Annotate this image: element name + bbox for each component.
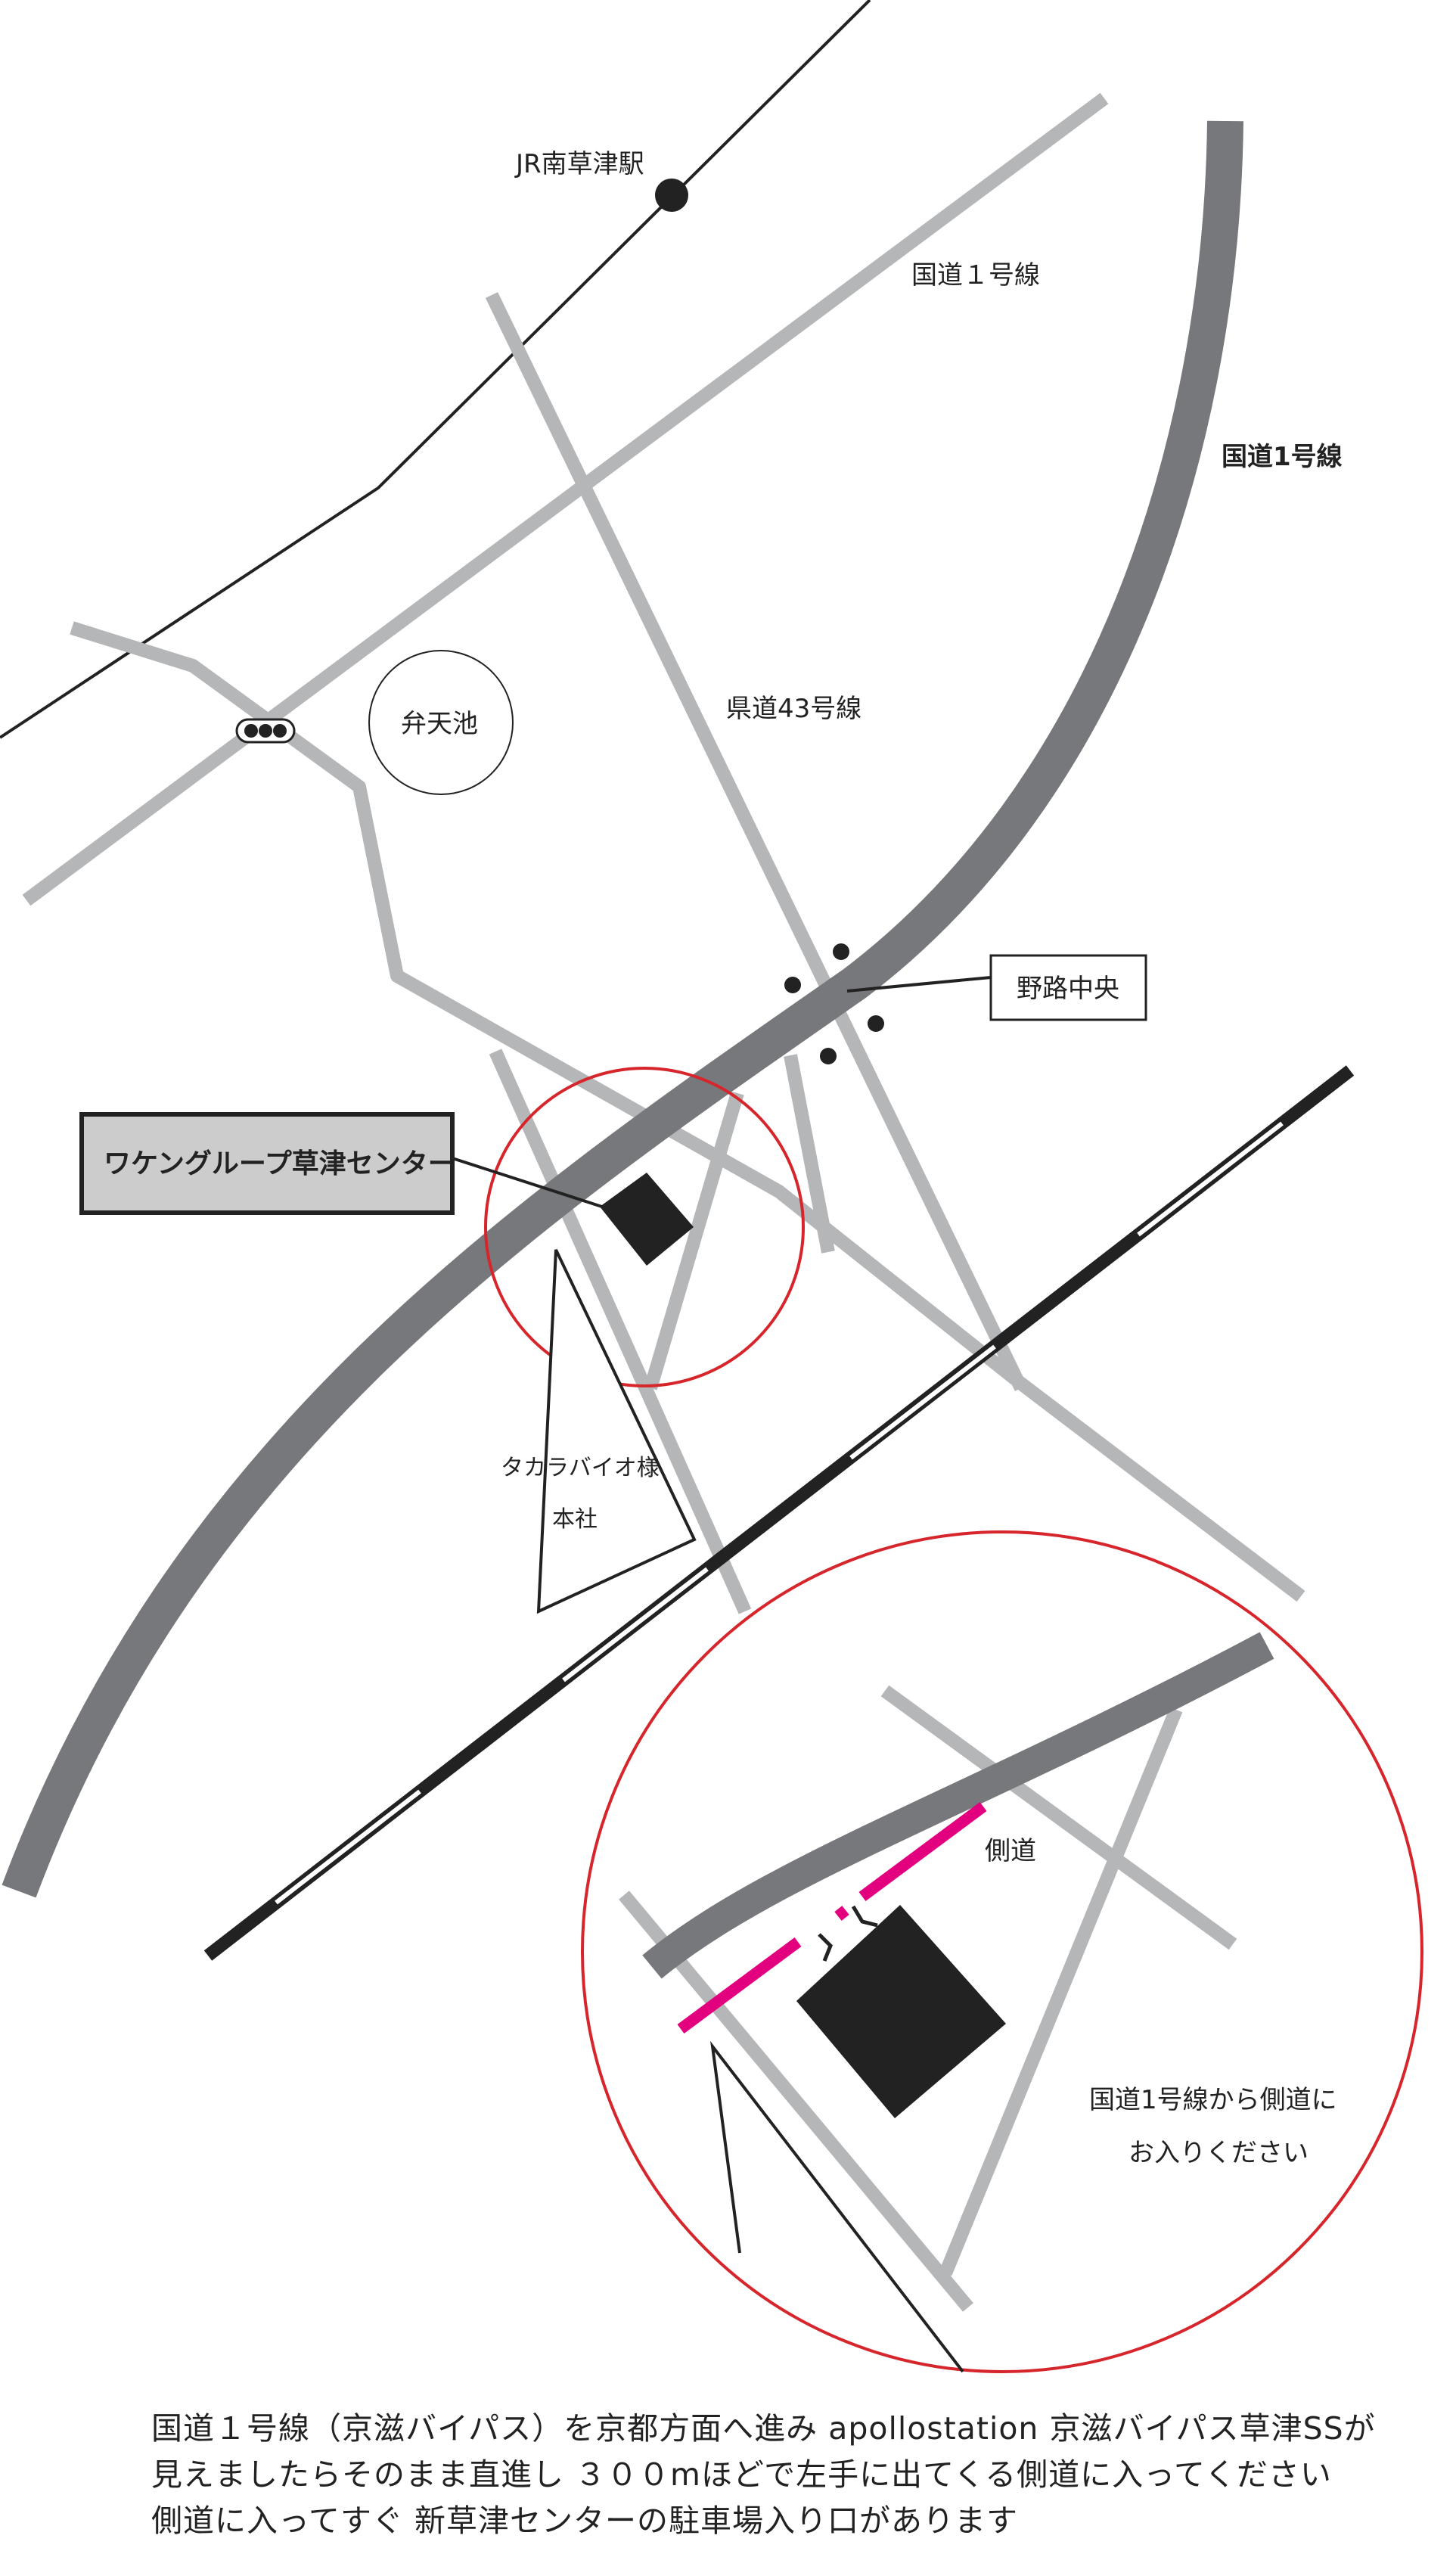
inset-entrance-markers xyxy=(818,1905,878,1962)
jr-station-marker-icon xyxy=(655,179,688,212)
national-route-1 xyxy=(2,120,1243,1898)
west-road xyxy=(70,621,1305,1602)
center-label-box xyxy=(79,1112,455,1215)
inset-note-line1: 国道1号線から側道に xyxy=(1089,2085,1337,2115)
station-label: JR南草津駅 xyxy=(514,149,644,179)
inset-circle xyxy=(581,1530,1423,2373)
connector-road-c xyxy=(784,1054,835,1254)
inset-side-road xyxy=(677,1801,987,2034)
inset-road-b xyxy=(880,1685,1237,1950)
inset-takara-outline xyxy=(710,2040,964,2373)
inset-note-line2: お入りください xyxy=(1128,2138,1309,2168)
route1-upper-label: 国道１号線 xyxy=(911,260,1040,291)
center-highlight-circle xyxy=(484,1067,805,1387)
inset-detail: 側道 国道1号線から側道に お入りください xyxy=(581,1530,1423,2373)
directions-line-3: 側道に入ってすぐ 新草津センターの駐車場入り口があります xyxy=(151,2503,1018,2539)
traffic-signal-icon xyxy=(235,718,296,744)
minor-roads xyxy=(22,92,1305,1614)
inset-center-building xyxy=(796,1905,1006,2118)
center-leader-line xyxy=(449,1156,610,1210)
upper-road-diagonal xyxy=(22,92,1109,906)
intersection-dots xyxy=(784,943,884,1064)
intersection-label: 野路中央 xyxy=(1017,974,1119,1004)
directions-line-1: 国道１号線（京滋バイパス）を京都方面へ進み apollostation 京滋バイ… xyxy=(151,2410,1376,2447)
takara-label-line1: タカラバイオ様 xyxy=(501,1455,660,1481)
inset-road-a xyxy=(619,1891,973,2312)
prefectural-road-43 xyxy=(485,292,1028,1391)
railway-bottom xyxy=(203,1065,1355,1961)
inset-road-c xyxy=(939,1707,1183,2276)
benten-pond xyxy=(368,650,514,795)
takara-label-line2: 本社 xyxy=(552,1506,598,1533)
route1-main-label: 国道1号線 xyxy=(1222,442,1343,472)
inset-route-1 xyxy=(642,1632,1274,1979)
takara-bio-building xyxy=(536,1249,697,1614)
prefectural-road-label: 県道43号線 xyxy=(726,694,861,724)
jr-railway-line xyxy=(0,0,871,739)
directions-text: 国道１号線（京滋バイパス）を京都方面へ進み apollostation 京滋バイ… xyxy=(151,2406,1437,2544)
pond-label: 弁天池 xyxy=(401,709,478,739)
intersection-leader-line xyxy=(846,976,992,993)
center-label: ワケングループ草津センター xyxy=(104,1148,455,1179)
intersection-label-box xyxy=(989,954,1147,1021)
connector-road-a xyxy=(489,1049,752,1614)
directions-line-2: 見えましたらそのまま直進し ３００mほどで左手に出てくる側道に入ってください xyxy=(151,2456,1332,2493)
connector-road-b xyxy=(644,1091,744,1390)
inset-side-road-label: 側道 xyxy=(985,1836,1036,1866)
center-building xyxy=(600,1173,694,1266)
